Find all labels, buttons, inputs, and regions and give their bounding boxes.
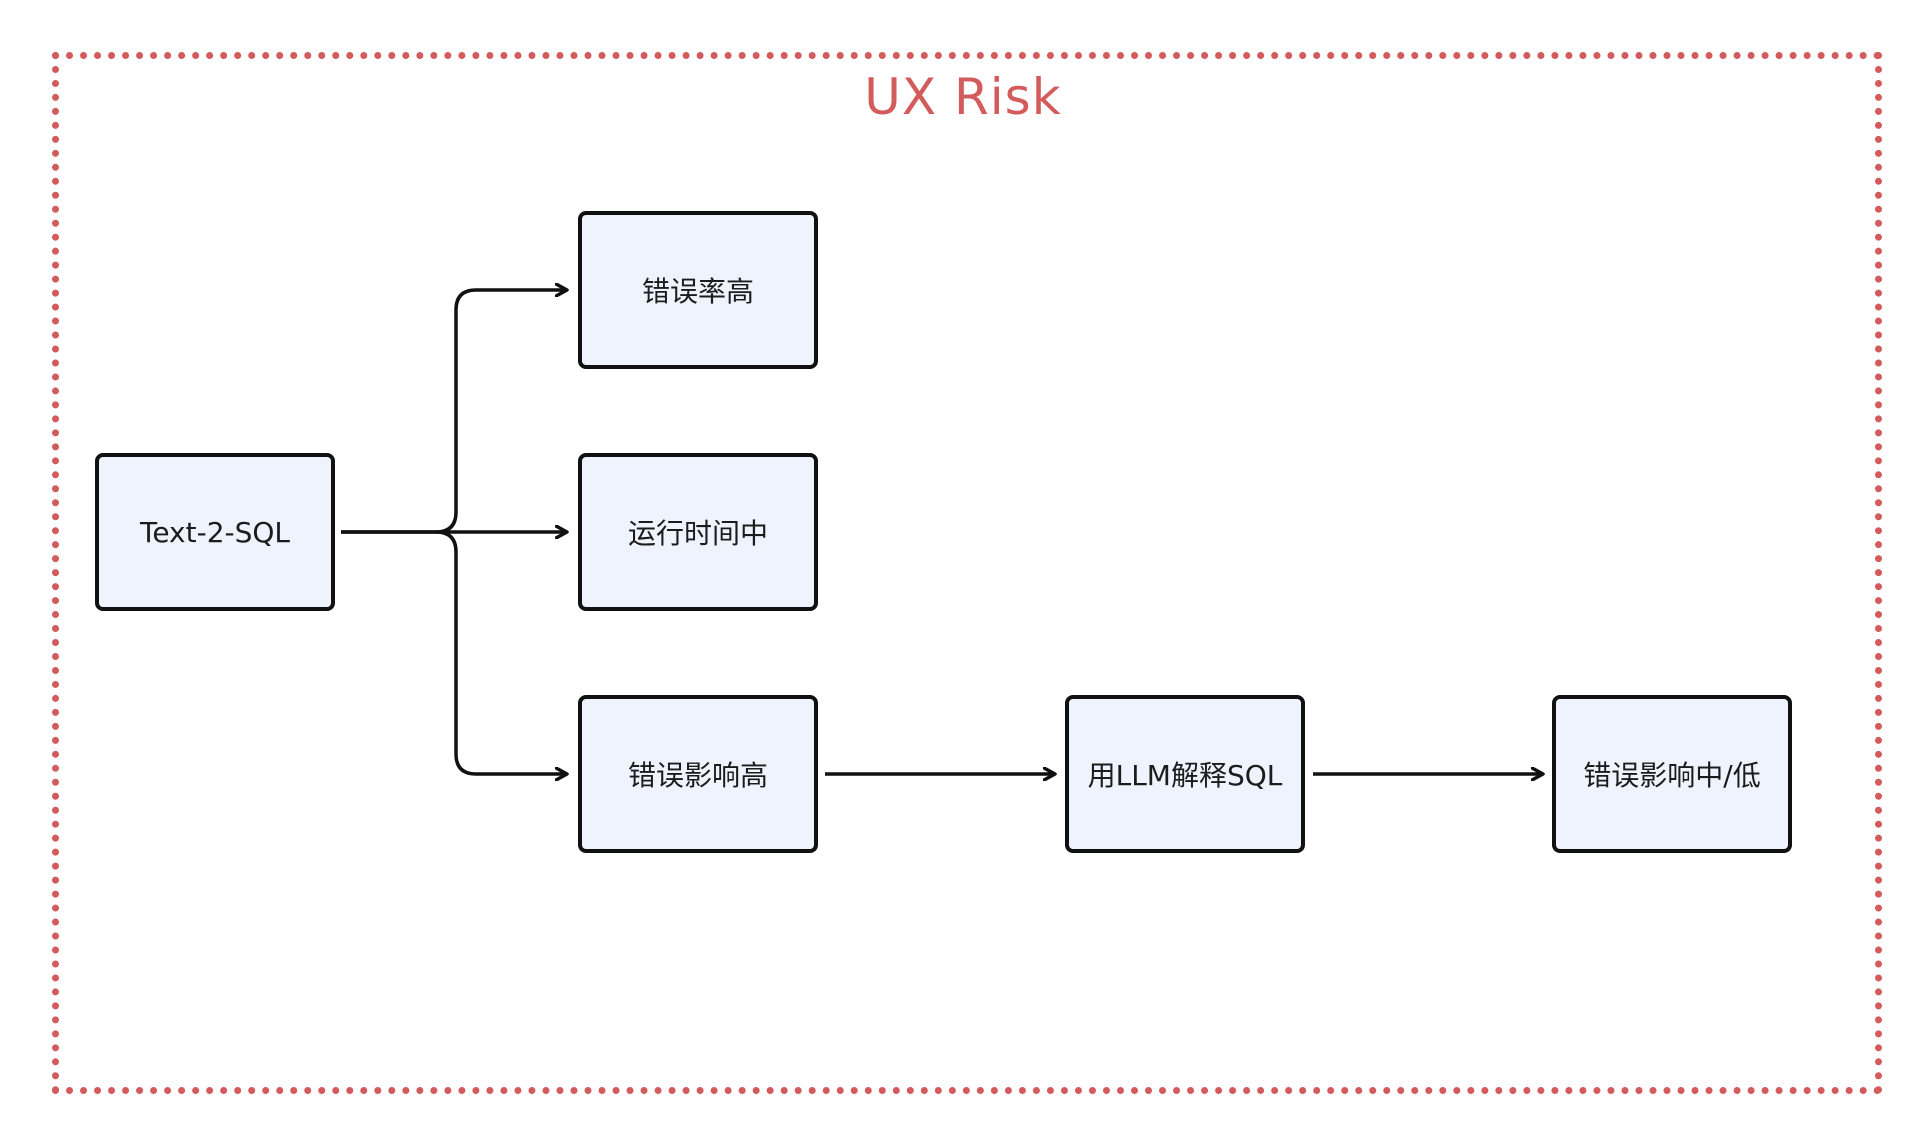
ux-risk-group-frame bbox=[52, 52, 1882, 1094]
node-label: 错误率高 bbox=[641, 275, 754, 308]
group-title: UX Risk bbox=[864, 68, 1062, 126]
node-text2sql[interactable]: Text-2-SQL bbox=[95, 453, 335, 611]
node-label: Text-2-SQL bbox=[139, 515, 291, 549]
node-label: 用LLM解释SQL bbox=[1087, 759, 1283, 792]
node-label: 错误影响中/低 bbox=[1583, 759, 1761, 792]
edge-text2sql-to-high-error-rate bbox=[341, 290, 567, 534]
node-label: 运行时间中 bbox=[627, 517, 768, 550]
edge-text2sql-to-high-error-impact bbox=[435, 530, 567, 774]
node-high-error-impact[interactable]: 错误影响高 bbox=[578, 695, 818, 853]
node-llm-explain-sql[interactable]: 用LLM解释SQL bbox=[1065, 695, 1305, 853]
node-medium-low-error-impact[interactable]: 错误影响中/低 bbox=[1552, 695, 1792, 853]
node-medium-runtime[interactable]: 运行时间中 bbox=[578, 453, 818, 611]
node-high-error-rate[interactable]: 错误率高 bbox=[578, 211, 818, 369]
node-label: 错误影响高 bbox=[627, 759, 768, 792]
